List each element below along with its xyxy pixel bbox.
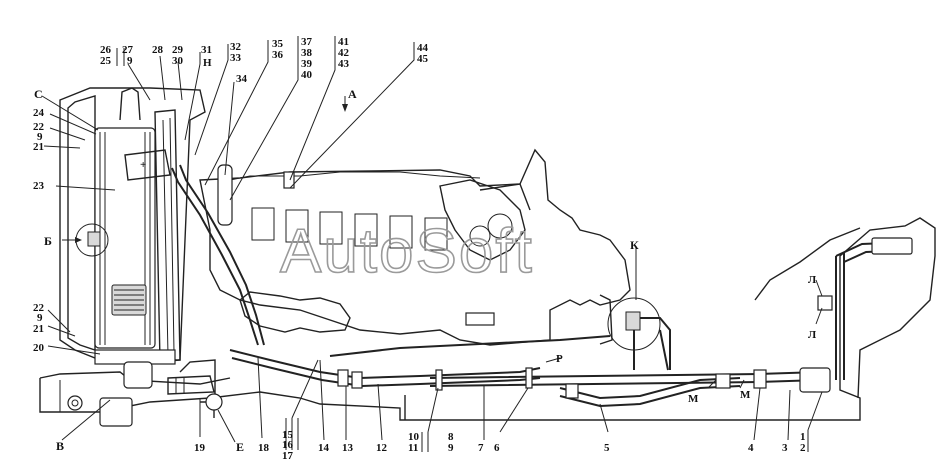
watermark: AutoSoft [280, 217, 534, 286]
label-43: 43 [338, 58, 350, 70]
expansion-tank [217, 164, 233, 226]
label-E: Е [236, 440, 244, 454]
label-P: Р [556, 353, 563, 365]
fitting-m [715, 373, 731, 389]
label-18: 18 [258, 442, 270, 454]
label-5: 5 [604, 442, 610, 454]
label-45: 45 [417, 53, 429, 65]
cooling-pipes [123, 164, 913, 418]
frame-bolt [67, 395, 83, 411]
label-V: В [56, 439, 64, 453]
label-16: 16 [282, 439, 294, 451]
label-21-bottom: 21 [33, 323, 44, 335]
chassis-frame [39, 217, 936, 427]
label-28: 28 [152, 44, 164, 56]
label-C: С [34, 87, 43, 101]
label-6: 6 [494, 442, 500, 454]
engine-mount [465, 312, 495, 326]
label-9-left-bottom: 9 [37, 312, 43, 324]
label-24: 24 [33, 107, 45, 119]
label-A: А [348, 87, 357, 101]
label-B-left: Б [44, 234, 52, 248]
fitting-5 [565, 383, 579, 399]
label-22-bottom: 22 [33, 302, 45, 314]
label-19: 19 [194, 442, 206, 454]
label-15: 15 [282, 429, 294, 441]
pump-e [205, 393, 223, 411]
label-14: 14 [318, 442, 330, 454]
label-30: 30 [172, 55, 184, 67]
clamp-6 [525, 367, 533, 389]
label-2: 2 [800, 442, 806, 454]
radiator-assembly: + [59, 87, 206, 365]
label-4: 4 [748, 442, 754, 454]
label-12: 12 [376, 442, 388, 454]
detail-k-valve [625, 311, 641, 331]
label-3: 3 [782, 442, 788, 454]
drain-cock [87, 231, 101, 247]
right-hose-clamp [871, 237, 913, 255]
label-38: 38 [301, 47, 313, 59]
label-8: 8 [448, 431, 454, 443]
detail-v [123, 361, 153, 389]
label-L-bottom: Л [808, 329, 817, 341]
label-17: 17 [282, 450, 294, 462]
breather-fitting [283, 171, 295, 189]
label-1: 1 [800, 431, 806, 443]
fitting-14 [337, 369, 349, 387]
label-20: 20 [33, 342, 45, 354]
label-9-top: 9 [127, 55, 133, 67]
label-21-top: 21 [33, 141, 44, 153]
label-H: Н [203, 57, 212, 69]
bracket-cross: + [140, 159, 146, 171]
label-22-top: 22 [33, 121, 45, 133]
label-35: 35 [272, 38, 284, 50]
label-37: 37 [301, 36, 313, 48]
label-M-right: М [740, 389, 751, 401]
label-9-left-top: 9 [37, 131, 43, 143]
label-26: 26 [100, 44, 112, 56]
label-9-bottom: 9 [448, 442, 454, 454]
label-11: 11 [408, 442, 418, 454]
label-36: 36 [272, 49, 284, 61]
tank-fitting [799, 367, 831, 393]
label-31: 31 [201, 44, 212, 56]
label-44: 44 [417, 42, 429, 54]
label-25: 25 [100, 55, 112, 67]
label-7: 7 [478, 442, 484, 454]
tow-bracket [99, 397, 133, 427]
label-42: 42 [338, 47, 350, 59]
valve-l [817, 295, 833, 311]
label-10: 10 [408, 431, 420, 443]
label-34: 34 [236, 73, 248, 85]
label-L-top: Л [808, 274, 817, 286]
label-23: 23 [33, 180, 45, 192]
label-32: 32 [230, 41, 242, 53]
label-13: 13 [342, 442, 354, 454]
callout-labels: 26 25 27 9 28 29 30 31 32 33 35 36 37 38… [33, 36, 817, 462]
clamp-10 [435, 369, 443, 391]
label-K: К [630, 238, 639, 252]
label-29: 29 [172, 44, 184, 56]
fitting-13 [351, 371, 363, 389]
leader-lines [41, 36, 823, 452]
fitting-4 [753, 369, 767, 389]
label-39: 39 [301, 58, 313, 70]
engine-block [199, 148, 631, 346]
label-33: 33 [230, 52, 242, 64]
label-M-left: М [688, 393, 699, 405]
label-40: 40 [301, 69, 313, 81]
label-41: 41 [338, 36, 349, 48]
label-27: 27 [122, 44, 134, 56]
